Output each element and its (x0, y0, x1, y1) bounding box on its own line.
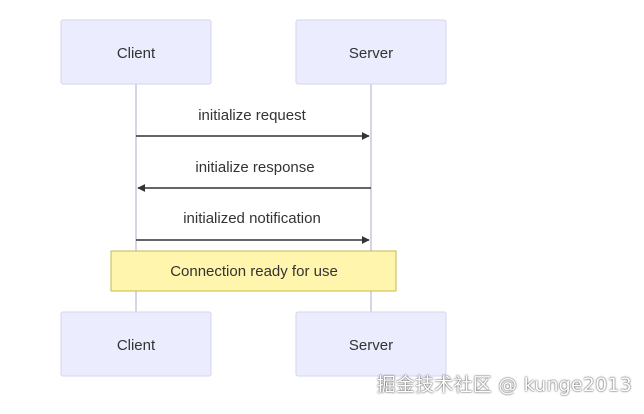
participant-client-bottom: Client (60, 311, 212, 377)
note-connection-ready: Connection ready for use (110, 250, 397, 292)
participant-client-label-bottom: Client (117, 337, 156, 354)
message-label-initialize-response: initialize response (195, 159, 314, 176)
participant-server-bottom: Server (295, 311, 447, 377)
participant-server-label: Server (349, 45, 393, 62)
participant-server-label-bottom: Server (349, 337, 393, 354)
message-label-initialize-request: initialize request (198, 107, 306, 124)
watermark-text: 掘金技术社区 @ kunge2013 (376, 374, 632, 396)
participant-server-top: Server (295, 19, 447, 85)
participant-client-top: Client (60, 19, 212, 85)
message-label-initialized-notification: initialized notification (183, 210, 321, 227)
note-text: Connection ready for use (170, 263, 338, 280)
participant-client-label: Client (117, 45, 156, 62)
